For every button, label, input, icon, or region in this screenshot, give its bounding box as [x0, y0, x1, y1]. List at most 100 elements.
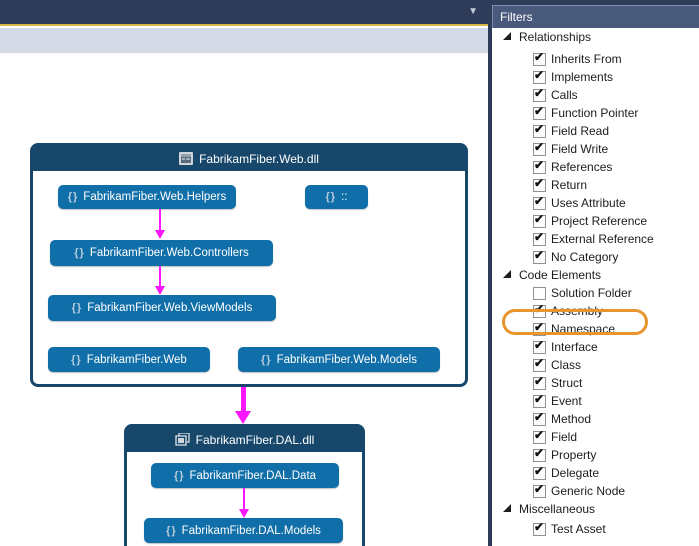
namespace-icon: {} [173, 469, 185, 482]
namespace-icon: {} [325, 191, 337, 203]
filter-item-event[interactable]: Event [492, 392, 699, 410]
checkbox-icon[interactable] [533, 520, 546, 536]
checkbox-icon[interactable] [533, 104, 546, 120]
filter-item-namespace[interactable]: Namespace [492, 320, 699, 338]
filter-item-inherits-from[interactable]: Inherits From [492, 50, 699, 68]
namespace-icon: {} [67, 191, 79, 203]
checkbox-icon[interactable] [533, 482, 546, 498]
arrow-head-icon [239, 509, 249, 518]
checkbox-icon[interactable] [533, 338, 546, 354]
node-label: :: [341, 191, 348, 203]
namespace-node-dal-data[interactable]: {} FabrikamFiber.DAL.Data [151, 463, 339, 488]
namespace-node-web-controllers[interactable]: {} FabrikamFiber.Web.Controllers [50, 240, 273, 266]
checkbox-icon[interactable] [533, 446, 546, 462]
graph-toolbar-strip [0, 28, 488, 53]
expander-icon[interactable] [503, 270, 511, 278]
namespace-node-web[interactable]: {} FabrikamFiber.Web [48, 347, 210, 372]
expander-icon[interactable] [503, 504, 511, 512]
namespace-node-web-helpers[interactable]: {} FabrikamFiber.Web.Helpers [58, 185, 236, 209]
expander-icon[interactable] [503, 32, 511, 40]
chevron-down-icon[interactable]: ▼ [468, 6, 478, 17]
assembly-group-header[interactable]: FabrikamFiber.DAL.dll [127, 427, 362, 452]
node-label: FabrikamFiber.Web [86, 353, 187, 366]
checkbox-icon[interactable] [533, 50, 546, 66]
arrow-shaft [159, 266, 161, 286]
checkbox-icon[interactable] [533, 356, 546, 372]
filter-item-struct[interactable]: Struct [492, 374, 699, 392]
assembly-stack-icon [174, 433, 190, 446]
checkbox-icon[interactable] [533, 158, 546, 174]
filter-item-project-reference[interactable]: Project Reference [492, 212, 699, 230]
checkbox-icon[interactable] [533, 286, 546, 300]
filter-item-implements[interactable]: Implements [492, 68, 699, 86]
filters-tree: Relationships Inherits From Implements C… [492, 28, 699, 546]
checkbox-icon[interactable] [533, 302, 546, 318]
checkbox-icon[interactable] [533, 320, 546, 336]
filter-group-relationships[interactable]: Relationships [492, 28, 699, 46]
assembly-group-title: FabrikamFiber.DAL.dll [195, 432, 315, 447]
dependency-graph-canvas[interactable]: FabrikamFiber.Web.dll FabrikamFiber.DAL.… [0, 53, 488, 546]
checkbox-icon[interactable] [533, 248, 546, 264]
checkbox-icon[interactable] [533, 68, 546, 84]
arrow-shaft [243, 488, 245, 509]
arrow-shaft [241, 387, 246, 411]
checkbox-icon[interactable] [533, 140, 546, 156]
graph-title-bar[interactable]: ▼ [0, 0, 488, 26]
filter-item-no-category[interactable]: No Category [492, 248, 699, 266]
checkbox-icon[interactable] [533, 212, 546, 228]
checkbox-icon[interactable] [533, 392, 546, 408]
filter-item-assembly[interactable]: Assembly [492, 302, 699, 320]
filter-item-references[interactable]: References [492, 158, 699, 176]
filter-item-class[interactable]: Class [492, 356, 699, 374]
checkbox-icon[interactable] [533, 464, 546, 480]
node-label: FabrikamFiber.Web.Helpers [83, 191, 227, 203]
filter-item-field-read[interactable]: Field Read [492, 122, 699, 140]
dependency-arrow-controllers-to-viewmodels[interactable] [155, 266, 165, 295]
checkbox-icon[interactable] [533, 374, 546, 390]
assembly-group-header[interactable]: FabrikamFiber.Web.dll [33, 146, 465, 171]
filter-group-code-elements[interactable]: Code Elements [492, 266, 699, 284]
filter-item-interface[interactable]: Interface [492, 338, 699, 356]
filter-group-miscellaneous[interactable]: Miscellaneous [492, 500, 699, 518]
namespace-node-global[interactable]: {} :: [305, 185, 368, 209]
dependency-arrow-webdll-to-daldll[interactable] [235, 387, 252, 424]
dependency-arrow-daldata-to-dalmodels[interactable] [239, 488, 249, 518]
filter-item-solution-folder[interactable]: Solution Folder [492, 284, 699, 302]
checkbox-icon[interactable] [533, 428, 546, 444]
namespace-node-web-models[interactable]: {} FabrikamFiber.Web.Models [238, 347, 440, 372]
pane-separator[interactable] [488, 0, 492, 546]
namespace-icon: {} [166, 524, 177, 537]
filters-panel: Filters Relationships Inherits From Impl… [492, 0, 699, 546]
checkbox-icon[interactable] [533, 86, 546, 102]
checkbox-icon[interactable] [533, 122, 546, 138]
filter-item-return[interactable]: Return [492, 176, 699, 194]
namespace-node-dal-models[interactable]: {} FabrikamFiber.DAL.Models [144, 518, 343, 543]
dependency-arrow-helpers-to-controllers[interactable] [155, 209, 165, 239]
checkbox-icon[interactable] [533, 230, 546, 246]
checkbox-icon[interactable] [533, 194, 546, 210]
checkbox-icon[interactable] [533, 410, 546, 426]
filters-panel-title[interactable]: Filters [492, 5, 699, 28]
filter-item-uses-attribute[interactable]: Uses Attribute [492, 194, 699, 212]
arrow-shaft [159, 209, 161, 230]
filter-item-calls[interactable]: Calls [492, 86, 699, 104]
namespace-node-web-viewmodels[interactable]: {} FabrikamFiber.Web.ViewModels [48, 295, 276, 321]
arrow-head-icon [155, 286, 165, 295]
checkbox-icon[interactable] [533, 176, 546, 192]
node-label: FabrikamFiber.DAL.Models [181, 524, 321, 537]
filter-item-method[interactable]: Method [492, 410, 699, 428]
filter-item-delegate[interactable]: Delegate [492, 464, 699, 482]
namespace-icon: {} [74, 247, 85, 259]
arrow-head-icon [235, 411, 251, 424]
filter-item-function-pointer[interactable]: Function Pointer [492, 104, 699, 122]
namespace-icon: {} [261, 353, 272, 366]
filter-item-test-asset[interactable]: Test Asset [492, 520, 699, 538]
arrow-head-icon [155, 230, 165, 239]
filter-item-field[interactable]: Field [492, 428, 699, 446]
node-label: FabrikamFiber.DAL.Data [189, 469, 317, 482]
filter-item-generic-node[interactable]: Generic Node [492, 482, 699, 500]
filter-item-external-reference[interactable]: External Reference [492, 230, 699, 248]
filter-item-field-write[interactable]: Field Write [492, 140, 699, 158]
filter-item-property[interactable]: Property [492, 446, 699, 464]
